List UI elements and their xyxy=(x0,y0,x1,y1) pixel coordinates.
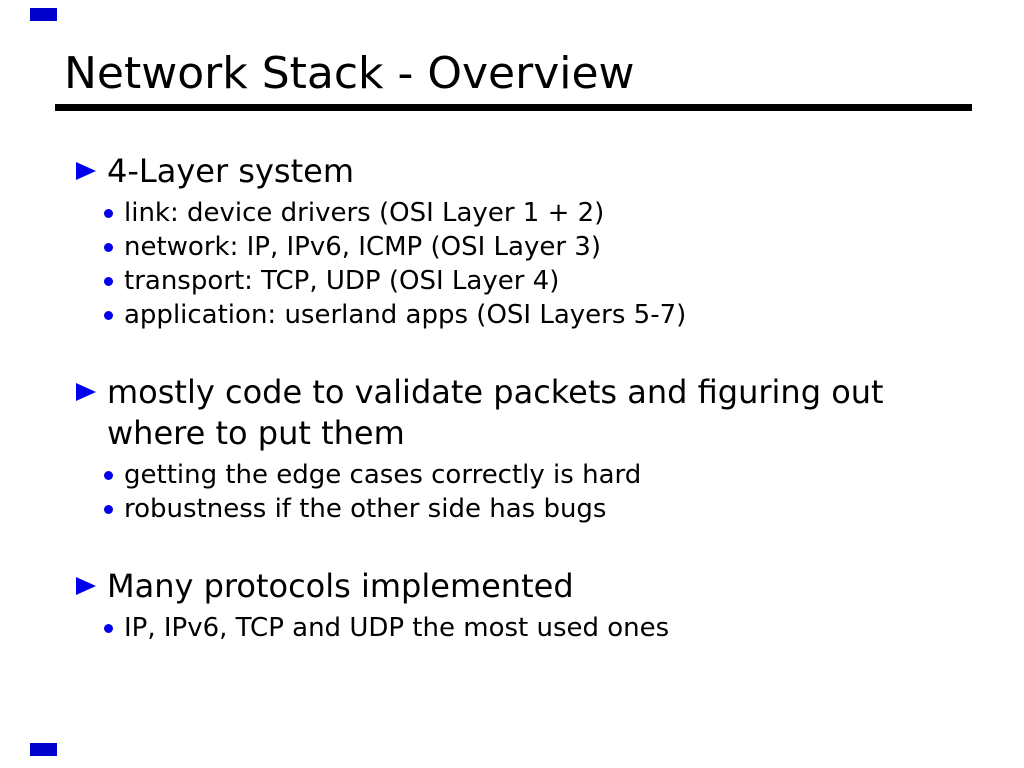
section-4-layer-system: 4-Layer system link: device drivers (OSI… xyxy=(76,151,1024,332)
list-item-text: network: IP, IPv6, ICMP (OSI Layer 3) xyxy=(124,232,601,262)
list-item: IP, IPv6, TCP and UDP the most used ones xyxy=(104,611,1024,645)
list-item: robustness if the other side has bugs xyxy=(104,492,1024,526)
dot-bullet-icon xyxy=(104,623,113,633)
dot-bullet-icon xyxy=(104,470,113,480)
slide-body: 4-Layer system link: device drivers (OSI… xyxy=(76,151,1024,645)
section-validate-packets: mostly code to validate packets and figu… xyxy=(76,372,1024,526)
triangle-bullet-icon xyxy=(76,383,96,401)
list-item: getting the edge cases correctly is hard xyxy=(104,458,1024,492)
list-item: application: userland apps (OSI Layers 5… xyxy=(104,298,1024,332)
sub-bullet-list: IP, IPv6, TCP and UDP the most used ones xyxy=(104,611,1024,645)
list-item-text: robustness if the other side has bugs xyxy=(124,494,607,524)
heading-line: mostly code to validate packets and figu… xyxy=(107,373,884,411)
dot-bullet-icon xyxy=(104,504,113,514)
dot-bullet-icon xyxy=(104,310,113,320)
dot-bullet-icon xyxy=(104,276,113,286)
corner-decoration-bottom xyxy=(30,743,57,756)
heading-text: mostly code to validate packets and figu… xyxy=(107,372,884,454)
list-item: network: IP, IPv6, ICMP (OSI Layer 3) xyxy=(104,230,1024,264)
triangle-bullet-icon xyxy=(76,162,96,180)
dot-bullet-icon xyxy=(104,242,113,252)
list-item-text: getting the edge cases correctly is hard xyxy=(124,460,642,490)
list-item-text: IP, IPv6, TCP and UDP the most used ones xyxy=(124,613,670,643)
page-title: Network Stack - Overview xyxy=(64,48,635,99)
title-underline xyxy=(55,104,972,111)
list-item: link: device drivers (OSI Layer 1 + 2) xyxy=(104,196,1024,230)
section-many-protocols: Many protocols implemented IP, IPv6, TCP… xyxy=(76,566,1024,645)
list-item-text: link: device drivers (OSI Layer 1 + 2) xyxy=(124,198,605,228)
bullet-heading: 4-Layer system xyxy=(76,151,1024,192)
dot-bullet-icon xyxy=(104,208,113,218)
bullet-heading: Many protocols implemented xyxy=(76,566,1024,607)
list-item-text: transport: TCP, UDP (OSI Layer 4) xyxy=(124,266,560,296)
heading-text: Many protocols implemented xyxy=(107,567,574,605)
list-item-text: application: userland apps (OSI Layers 5… xyxy=(124,300,687,330)
triangle-bullet-icon xyxy=(76,577,96,595)
heading-text: 4-Layer system xyxy=(107,152,354,190)
sub-bullet-list: getting the edge cases correctly is hard… xyxy=(104,458,1024,526)
bullet-heading: mostly code to validate packets and figu… xyxy=(76,372,1024,454)
list-item: transport: TCP, UDP (OSI Layer 4) xyxy=(104,264,1024,298)
corner-decoration-top xyxy=(30,8,57,21)
sub-bullet-list: link: device drivers (OSI Layer 1 + 2) n… xyxy=(104,196,1024,332)
heading-line: where to put them xyxy=(107,414,405,452)
